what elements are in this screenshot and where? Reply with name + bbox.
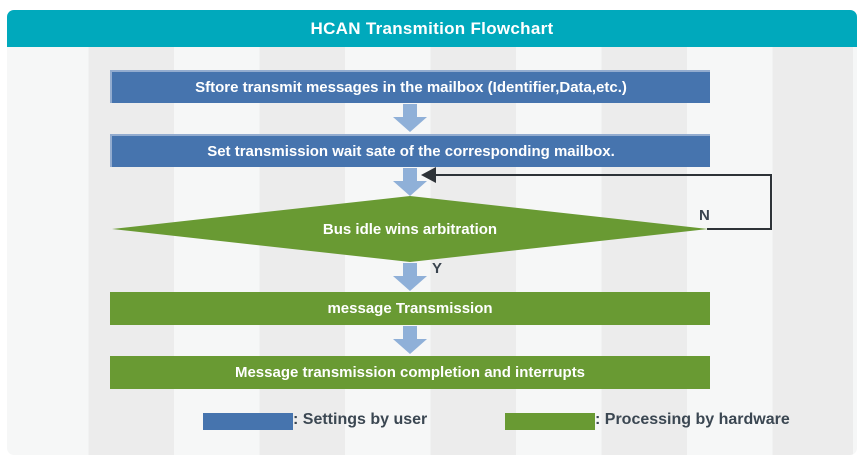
step-transmission-completion: Message transmission completion and inte… xyxy=(110,356,710,389)
step-store-messages: Sftore transmit messages in the mailbox … xyxy=(110,70,710,103)
arrow-stem xyxy=(403,326,417,339)
legend-settings-by-user: : Settings by user xyxy=(203,409,427,430)
flowchart-card: HCAN Transmition Flowchart Sftore transm… xyxy=(7,10,857,455)
down-arrow-icon xyxy=(393,104,427,132)
no-branch-line-right xyxy=(770,174,772,230)
down-arrow-icon xyxy=(393,168,427,196)
green-swatch xyxy=(505,413,595,430)
down-arrow-icon xyxy=(393,263,427,291)
legend-processing-by-hardware: : Processing by hardware xyxy=(505,409,790,430)
header-bar: HCAN Transmition Flowchart xyxy=(7,10,857,47)
no-branch-line-top xyxy=(435,174,772,176)
legend-user-label: : Settings by user xyxy=(293,410,428,428)
left-arrowhead-icon xyxy=(421,167,436,183)
no-branch-line-bottom xyxy=(707,228,772,230)
arrow-head xyxy=(393,117,427,132)
page-title: HCAN Transmition Flowchart xyxy=(310,18,554,38)
decision-label: Bus idle wins arbitration xyxy=(322,220,498,238)
blue-swatch xyxy=(203,413,293,430)
decision-bus-arbitration: Bus idle wins arbitration xyxy=(112,196,708,262)
step-set-wait-state: Set transmission wait sate of the corres… xyxy=(110,134,710,167)
decision-diamond-shape xyxy=(112,196,708,262)
down-arrow-icon xyxy=(393,326,427,354)
arrow-head xyxy=(393,181,427,196)
legend-hardware-label: : Processing by hardware xyxy=(595,410,790,428)
arrow-head xyxy=(393,339,427,354)
arrow-stem xyxy=(403,104,417,117)
no-label: N xyxy=(699,207,710,224)
step-message-transmission: message Transmission xyxy=(110,292,710,325)
arrow-head xyxy=(393,276,427,291)
arrow-stem xyxy=(403,168,417,181)
yes-label: Y xyxy=(432,260,443,277)
arrow-stem xyxy=(403,263,417,276)
